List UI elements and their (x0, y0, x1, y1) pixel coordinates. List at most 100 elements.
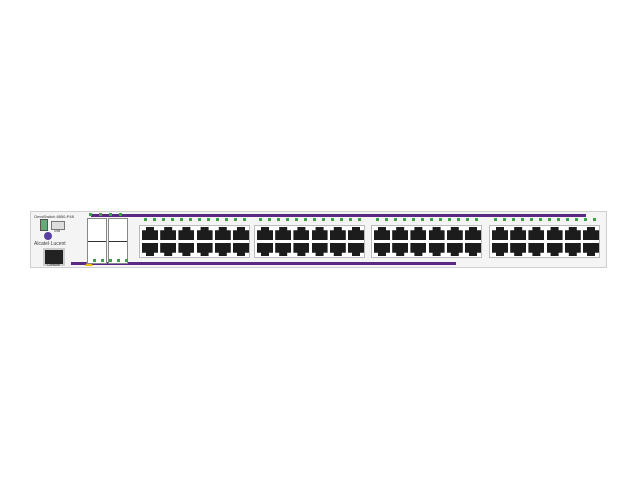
status-led (117, 259, 120, 262)
port-led (144, 218, 147, 221)
ethernet-port[interactable] (510, 243, 527, 256)
brand-logo-icon (44, 232, 52, 240)
ethernet-port[interactable] (428, 227, 445, 240)
ethernet-port[interactable] (196, 227, 213, 240)
accent-stripe-bottom (71, 262, 456, 265)
sfp-slot[interactable] (87, 218, 107, 264)
ethernet-port[interactable] (374, 243, 390, 256)
ethernet-port[interactable] (257, 243, 273, 256)
ethernet-port[interactable] (446, 243, 463, 256)
port-led (412, 218, 415, 221)
ethernet-port[interactable] (392, 243, 409, 256)
ethernet-port[interactable] (465, 243, 481, 256)
ethernet-port[interactable] (528, 227, 545, 240)
port-led (430, 218, 433, 221)
ethernet-port[interactable] (329, 227, 346, 240)
port-led (494, 218, 497, 221)
port-led (503, 218, 506, 221)
port-led (225, 218, 228, 221)
port-led (394, 218, 397, 221)
ethernet-port[interactable] (214, 243, 231, 256)
ethernet-port[interactable] (160, 243, 177, 256)
port-led (198, 218, 201, 221)
ethernet-port[interactable] (492, 243, 508, 256)
ethernet-port[interactable] (293, 227, 310, 240)
port-led (162, 218, 165, 221)
port-led (331, 218, 334, 221)
port-led (421, 218, 424, 221)
ethernet-port[interactable] (465, 227, 481, 240)
port-group (371, 225, 482, 258)
ethernet-port[interactable] (178, 243, 195, 256)
ethernet-port[interactable] (293, 243, 310, 256)
ethernet-port[interactable] (257, 227, 273, 240)
accent-stripe-top (91, 214, 586, 217)
port-led (575, 218, 578, 221)
port-led (286, 218, 289, 221)
ethernet-port[interactable] (311, 227, 328, 240)
usb-port[interactable] (51, 221, 65, 230)
port-group (489, 225, 600, 258)
ethernet-port[interactable] (311, 243, 328, 256)
ethernet-port[interactable] (233, 227, 249, 240)
port-led (259, 218, 262, 221)
ethernet-port[interactable] (446, 227, 463, 240)
port-led (153, 218, 156, 221)
ethernet-port[interactable] (275, 243, 292, 256)
ethernet-port[interactable] (214, 227, 231, 240)
ethernet-port[interactable] (564, 243, 581, 256)
ethernet-port[interactable] (178, 227, 195, 240)
ethernet-port[interactable] (348, 243, 364, 256)
ethernet-port[interactable] (348, 227, 364, 240)
port-led (376, 218, 379, 221)
port-led (171, 218, 174, 221)
status-led (93, 259, 96, 262)
ethernet-port[interactable] (196, 243, 213, 256)
port-led (243, 218, 246, 221)
status-led (89, 213, 92, 216)
ethernet-port[interactable] (546, 243, 563, 256)
port-led (295, 218, 298, 221)
port-led (304, 218, 307, 221)
ethernet-port[interactable] (492, 227, 508, 240)
ethernet-port[interactable] (374, 227, 390, 240)
ethernet-port[interactable] (160, 227, 177, 240)
ethernet-port[interactable] (510, 227, 527, 240)
ethernet-port[interactable] (546, 227, 563, 240)
ethernet-port[interactable] (428, 243, 445, 256)
port-led (349, 218, 352, 221)
brand-label: Alcatel·Lucent (34, 241, 66, 247)
status-led (109, 213, 112, 216)
port-led (358, 218, 361, 221)
port-led (466, 218, 469, 221)
port-led (521, 218, 524, 221)
ethernet-port[interactable] (528, 243, 545, 256)
ethernet-port[interactable] (583, 243, 599, 256)
ethernet-port[interactable] (142, 243, 158, 256)
port-led (530, 218, 533, 221)
ethernet-port[interactable] (410, 227, 427, 240)
switch-chassis: OmniSwitch 6850-P48 USB Alcatel·Lucent C… (30, 211, 607, 268)
ethernet-port[interactable] (564, 227, 581, 240)
ethernet-port[interactable] (142, 227, 158, 240)
port-led (340, 218, 343, 221)
port-led (403, 218, 406, 221)
port-led (566, 218, 569, 221)
ethernet-port[interactable] (233, 243, 249, 256)
console-label: Console (47, 263, 60, 267)
port-led (313, 218, 316, 221)
sfp-slot[interactable] (108, 218, 128, 264)
status-led (101, 259, 104, 262)
ethernet-port[interactable] (392, 227, 409, 240)
ethernet-port[interactable] (410, 243, 427, 256)
ethernet-port[interactable] (583, 227, 599, 240)
ethernet-port[interactable] (275, 227, 292, 240)
console-port[interactable] (43, 248, 65, 266)
port-led (277, 218, 280, 221)
status-led (109, 259, 112, 262)
port-led (593, 218, 596, 221)
usb-label: USB (54, 229, 61, 233)
ethernet-port[interactable] (329, 243, 346, 256)
port-led (322, 218, 325, 221)
port-led (512, 218, 515, 221)
